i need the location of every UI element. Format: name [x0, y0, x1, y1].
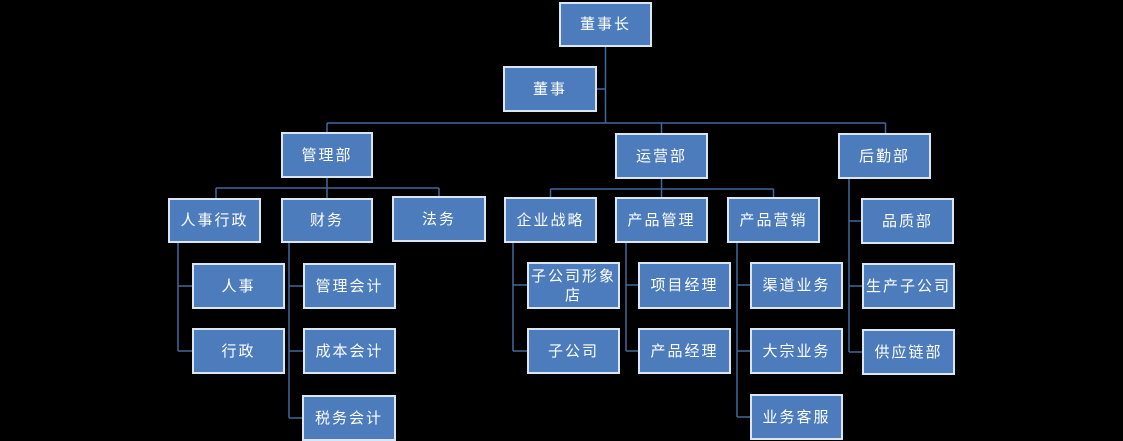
- org-node-label: 产品经理: [650, 341, 719, 360]
- org-node-label: 渠道业务: [762, 276, 831, 294]
- org-node-label: 人事行政: [180, 211, 249, 229]
- org-node-production-subsidiary[interactable]: 生产子公司: [862, 263, 955, 309]
- org-node-legal[interactable]: 法务: [392, 196, 486, 242]
- org-node-supply-chain-dept[interactable]: 供应链部: [862, 329, 955, 375]
- org-node-logistics-dept[interactable]: 后勤部: [838, 133, 931, 179]
- org-node-project-manager[interactable]: 项目经理: [638, 262, 731, 309]
- org-node-channel-business[interactable]: 渠道业务: [750, 262, 843, 309]
- org-node-label: 产品管理: [627, 210, 696, 229]
- org-node-label: 产品营销: [739, 210, 808, 229]
- org-node-label: 人事: [221, 276, 256, 295]
- org-node-product-management[interactable]: 产品管理: [615, 197, 708, 243]
- org-node-bulk-business[interactable]: 大宗业务: [750, 328, 843, 374]
- org-node-hr[interactable]: 人事: [192, 263, 285, 309]
- org-node-subsidiary-image-store[interactable]: 子公司形象店: [527, 262, 620, 309]
- org-node-label: 子公司: [547, 341, 599, 360]
- org-node-subsidiary[interactable]: 子公司: [527, 328, 620, 374]
- org-node-cost-accounting[interactable]: 成本会计: [303, 328, 396, 374]
- org-node-business-customer-service[interactable]: 业务客服: [750, 394, 843, 440]
- org-node-label: 财务: [309, 211, 344, 229]
- org-node-management-accounting[interactable]: 管理会计: [303, 263, 396, 309]
- org-node-director[interactable]: 董事: [503, 66, 597, 112]
- org-node-label: 子公司形象店: [531, 266, 617, 304]
- org-node-corporate-strategy[interactable]: 企业战略: [504, 197, 597, 243]
- org-node-label: 供应链部: [874, 342, 943, 361]
- org-node-operations-dept[interactable]: 运营部: [615, 133, 708, 179]
- org-node-label: 运营部: [635, 146, 687, 165]
- org-node-label: 管理会计: [315, 276, 384, 295]
- org-node-quality-dept[interactable]: 品质部: [861, 198, 954, 244]
- org-node-label: 管理部: [301, 145, 353, 164]
- org-node-tax-accounting[interactable]: 税务会计: [302, 395, 396, 441]
- org-node-label: 成本会计: [315, 341, 384, 360]
- org-node-product-marketing[interactable]: 产品营销: [727, 197, 820, 243]
- org-node-label: 大宗业务: [762, 341, 831, 360]
- org-node-label: 项目经理: [650, 276, 719, 294]
- org-node-label: 业务客服: [762, 407, 831, 426]
- org-node-label: 董事长: [579, 15, 631, 33]
- org-node-label: 企业战略: [516, 210, 585, 229]
- org-node-label: 董事: [532, 79, 567, 98]
- org-node-finance[interactable]: 财务: [281, 198, 373, 243]
- org-node-label: 税务会计: [314, 408, 383, 427]
- org-node-admin[interactable]: 行政: [192, 328, 285, 374]
- org-node-label: 行政: [221, 341, 256, 360]
- org-node-label: 生产子公司: [866, 276, 952, 295]
- org-node-label: 后勤部: [858, 146, 910, 165]
- org-node-hr-admin[interactable]: 人事行政: [168, 198, 261, 243]
- org-node-label: 法务: [421, 209, 456, 228]
- org-node-product-manager[interactable]: 产品经理: [638, 328, 731, 374]
- org-node-label: 品质部: [881, 211, 933, 230]
- org-node-chairman[interactable]: 董事长: [559, 2, 652, 47]
- org-node-management-dept[interactable]: 管理部: [281, 132, 373, 178]
